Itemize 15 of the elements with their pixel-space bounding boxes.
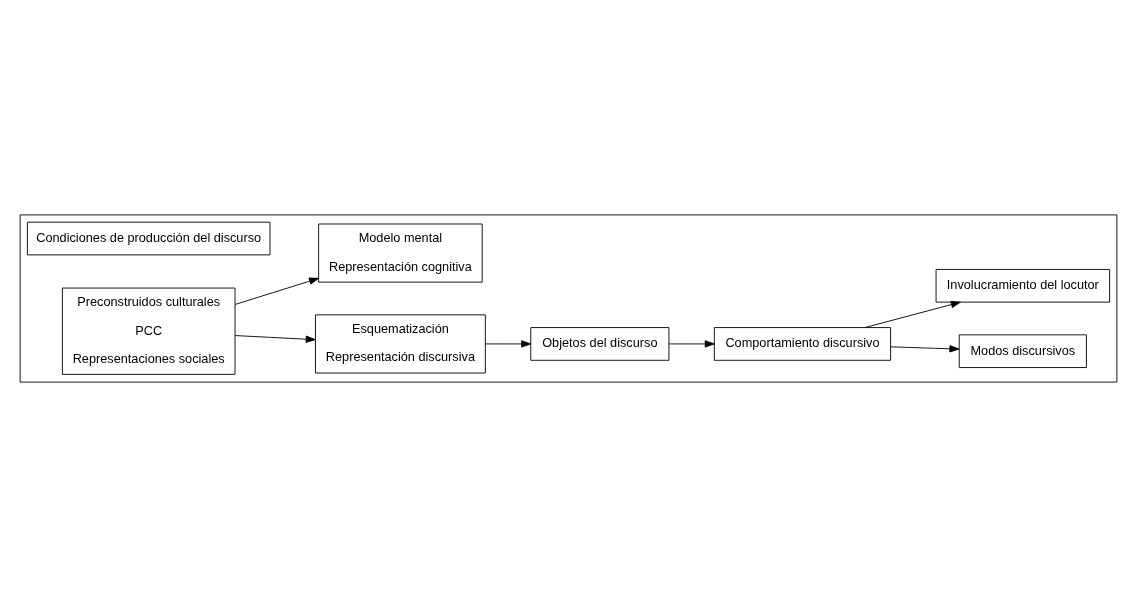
node-box: Esquematización Representación discursiva (315, 313, 486, 373)
node-box: Modos discursivos (958, 333, 1087, 368)
node-box: Preconstruidos culturales PCC Representaciones sociales (61, 287, 236, 375)
node-box: Condiciones de producción del discurso (26, 221, 271, 255)
cluster (19, 213, 1118, 383)
arrow (864, 300, 961, 328)
arrow (234, 334, 316, 343)
arrow (890, 344, 960, 352)
node-box: Modelo mental Representación cognitiva (318, 223, 483, 283)
arrow (234, 277, 320, 305)
arrow (668, 339, 715, 348)
node-box: Objetos del discurso (530, 326, 670, 361)
arrow (484, 339, 532, 348)
node-box: Comportamiento discursivo (713, 326, 892, 361)
node-box: Involucramiento del locutor (935, 268, 1111, 303)
